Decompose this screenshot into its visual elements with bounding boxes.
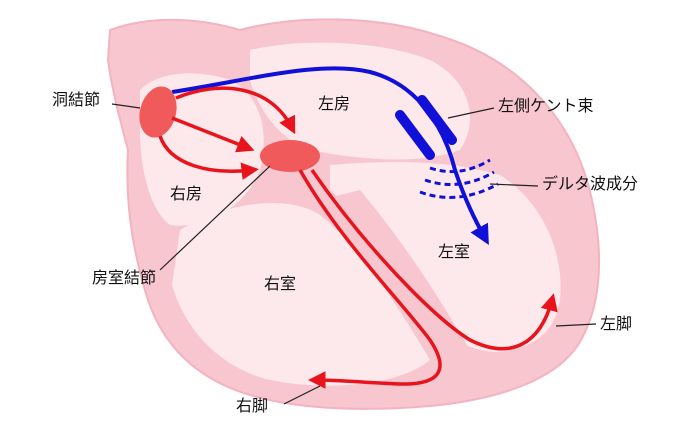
sa-node (139, 86, 177, 138)
delta-wave-arc-3 (419, 182, 499, 199)
right-ventricle-label: 右室 (264, 274, 297, 293)
kent-bundle-bar-right (417, 95, 457, 145)
sa-to-av-arrow (171, 116, 255, 153)
kent-bundle-label: 左側ケント束 (498, 96, 594, 115)
left-bundle-label: 左脚 (600, 314, 633, 333)
right-atrium-label: 右房 (170, 184, 203, 203)
kent-bundle-leader (447, 107, 495, 119)
right-ventricle-chamber (172, 203, 430, 386)
sa-node-leader (111, 103, 141, 109)
left-ventricle-label: 左室 (438, 242, 471, 261)
left-bundle-leader (555, 323, 597, 327)
right-bundle-leader (283, 385, 321, 405)
delta-wave-leader (489, 183, 539, 187)
delta-wave-arc-1 (429, 158, 491, 174)
right-bundle-branch (298, 169, 442, 389)
sa-to-right-atrium-arrow (158, 135, 259, 180)
kent-bundle-bar-left (395, 110, 435, 160)
delta-wave-label: デルタ波成分 (542, 174, 639, 193)
left-bundle-branch (310, 169, 558, 351)
av-node (260, 140, 320, 172)
right-bundle-label: 右脚 (236, 396, 269, 415)
av-node-label: 房室結節 (92, 268, 157, 287)
left-atrium-label: 左房 (318, 94, 351, 113)
av-node-leader (159, 165, 271, 271)
sa-to-left-atrium-arrow (175, 86, 296, 135)
left-ventricle-chamber (330, 162, 561, 352)
delta-wave-arc-2 (424, 170, 495, 186)
sa-node-label: 洞結節 (52, 90, 101, 109)
